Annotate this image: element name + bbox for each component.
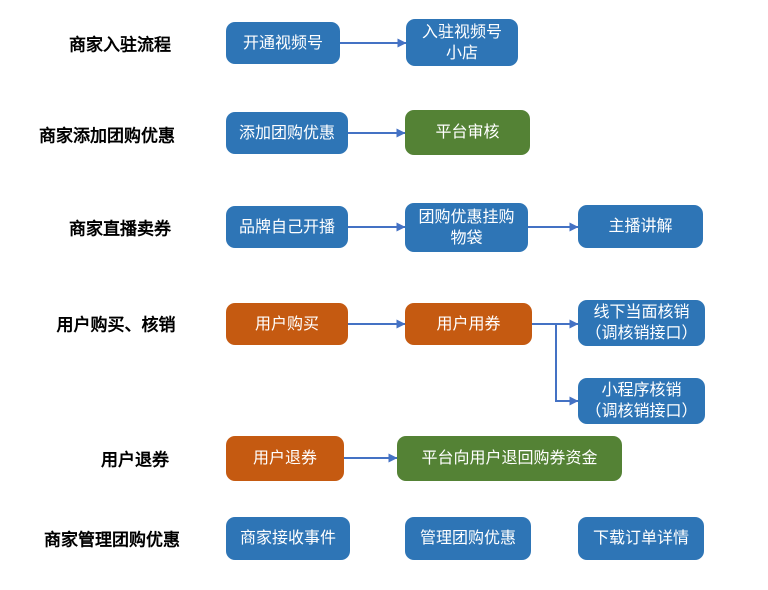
box-miniprogram-verification: 小程序核销 （调核销接口） — [578, 378, 705, 424]
box-text: 用户退券 — [252, 450, 317, 467]
arrow-redeem-to-miniprogram — [555, 324, 579, 406]
box-text: 管理团购优惠 — [419, 530, 516, 547]
box-platform-review: 平台审核 — [405, 110, 530, 155]
box-platform-refund-funds: 平台向用户退回购券资金 — [397, 436, 622, 481]
box-user-redeem-coupon: 用户用券 — [405, 303, 532, 345]
row-label-merchant-livestream: 商家直播卖券 — [69, 219, 171, 239]
box-text: 开通视频号 — [242, 34, 323, 52]
box-text: 下载订单详情 — [592, 530, 689, 547]
box-text: 入驻视频号 — [421, 23, 502, 41]
box-merchant-receive-events: 商家接收事件 — [226, 517, 350, 560]
box-user-purchase: 用户购买 — [226, 303, 348, 345]
box-open-video-account: 开通视频号 — [226, 22, 340, 64]
box-user-refund-coupon: 用户退券 — [226, 436, 344, 481]
box-text: 小程序核销 — [601, 382, 682, 399]
box-groupon-in-shopping-bag: 团购优惠挂购 物袋 — [405, 203, 528, 252]
box-text: 平台审核 — [435, 124, 500, 141]
row-label-user-refund: 用户退券 — [101, 450, 169, 470]
box-text: 小店 — [445, 44, 478, 62]
box-text: 商家接收事件 — [239, 530, 336, 547]
box-host-explains: 主播讲解 — [578, 205, 703, 248]
box-text: 物袋 — [450, 229, 483, 247]
box-text: （调核销接口） — [585, 325, 698, 342]
box-brand-livestream: 品牌自己开播 — [226, 206, 348, 248]
box-text: 平台向用户退回购券资金 — [421, 450, 598, 467]
box-text: （调核销接口） — [585, 403, 698, 420]
box-download-order-details: 下载订单详情 — [578, 517, 704, 560]
box-text: 用户用券 — [436, 315, 501, 333]
box-manage-groupon-offers: 管理团购优惠 — [405, 517, 531, 560]
box-add-groupon-offer: 添加团购优惠 — [226, 112, 348, 154]
box-offline-verification: 线下当面核销 （调核销接口） — [578, 300, 705, 346]
row-label-user-purchase-verify: 用户购买、核销 — [56, 315, 176, 335]
box-onboard-video-shop: 入驻视频号 小店 — [406, 19, 518, 66]
box-text: 线下当面核销 — [593, 304, 690, 321]
box-text: 品牌自己开播 — [238, 218, 335, 236]
row-label-merchant-manage: 商家管理团购优惠 — [44, 530, 180, 550]
box-text: 添加团购优惠 — [238, 124, 335, 142]
row-label-merchant-onboarding: 商家入驻流程 — [69, 35, 171, 55]
box-text: 用户购买 — [254, 315, 319, 333]
row-label-merchant-add-groupon: 商家添加团购优惠 — [39, 126, 175, 146]
box-text: 主播讲解 — [608, 218, 673, 235]
box-text: 团购优惠挂购 — [418, 208, 515, 226]
